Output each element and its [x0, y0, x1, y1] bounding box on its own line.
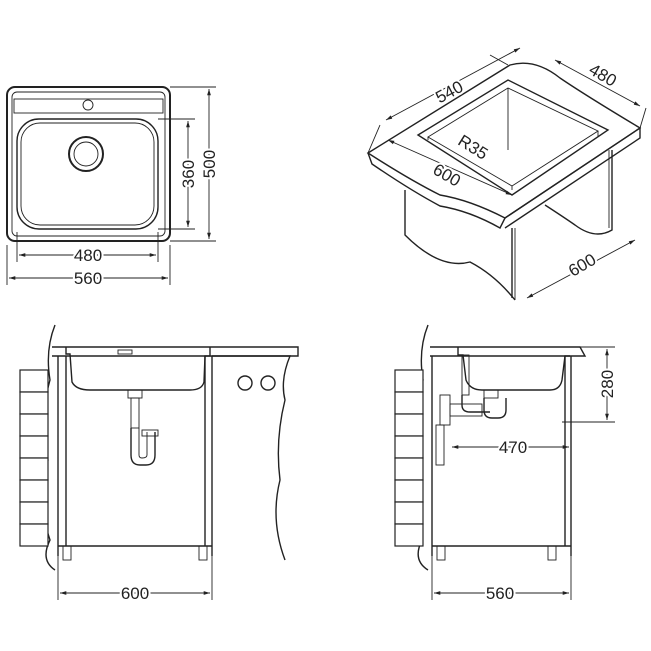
top-view: 480 560 360 500: [6, 86, 221, 290]
dim-label-radius: R35: [455, 131, 492, 164]
brick-wall-side: [394, 369, 424, 547]
dim-label-overall-depth: 500: [200, 150, 219, 178]
side-view: 280 470 560: [394, 324, 619, 605]
dim-line-iso-480: [554, 59, 641, 107]
drain-outer: [68, 136, 104, 172]
dim-label-side-cabinet-depth: 560: [486, 584, 514, 603]
cabinet-back-wavy: [544, 150, 613, 235]
dim-label-depth-back: 540: [432, 77, 466, 107]
siphon-trap: [127, 389, 159, 466]
side-bowl: [457, 347, 570, 391]
dim-label-overall-width: 560: [74, 269, 102, 288]
drain-inner: [73, 141, 99, 167]
dim-label-drain-offset: 470: [499, 438, 527, 457]
cabinet-front-wavy: [404, 190, 516, 301]
front-bowl: [65, 347, 211, 391]
overflow: [117, 349, 133, 355]
brick-wall: [19, 369, 49, 547]
bowl-outline: [16, 118, 159, 230]
sink-outer-outline: [6, 86, 171, 242]
water-pipe-2: [260, 375, 276, 391]
dim-line-540: [385, 47, 521, 121]
dim-label-bowl-depth: 360: [179, 160, 198, 188]
dim-line-cabinet-600: [526, 239, 636, 299]
side-plumbing: [435, 354, 507, 466]
dim-label-front-cabinet-width: 600: [121, 584, 149, 603]
dim-label-cabinet-depth: 600: [565, 250, 599, 281]
dim-line-iso-600: [387, 139, 513, 196]
sink-back-ledge: [13, 98, 164, 114]
dim-label-iso-width: 480: [586, 60, 620, 91]
countertop-front: [52, 346, 299, 357]
tap-hole: [82, 99, 94, 111]
front-view: 600: [19, 324, 299, 605]
countertop-top-face: [366, 62, 642, 219]
dim-label-bowl-width: 480: [74, 246, 102, 265]
water-pipe-1: [237, 375, 253, 391]
dim-label-side-bowl-depth: 280: [598, 370, 617, 398]
dim-label-iso-length: 600: [430, 160, 464, 191]
iso-view: 540 480 R35 600 600: [366, 47, 647, 301]
